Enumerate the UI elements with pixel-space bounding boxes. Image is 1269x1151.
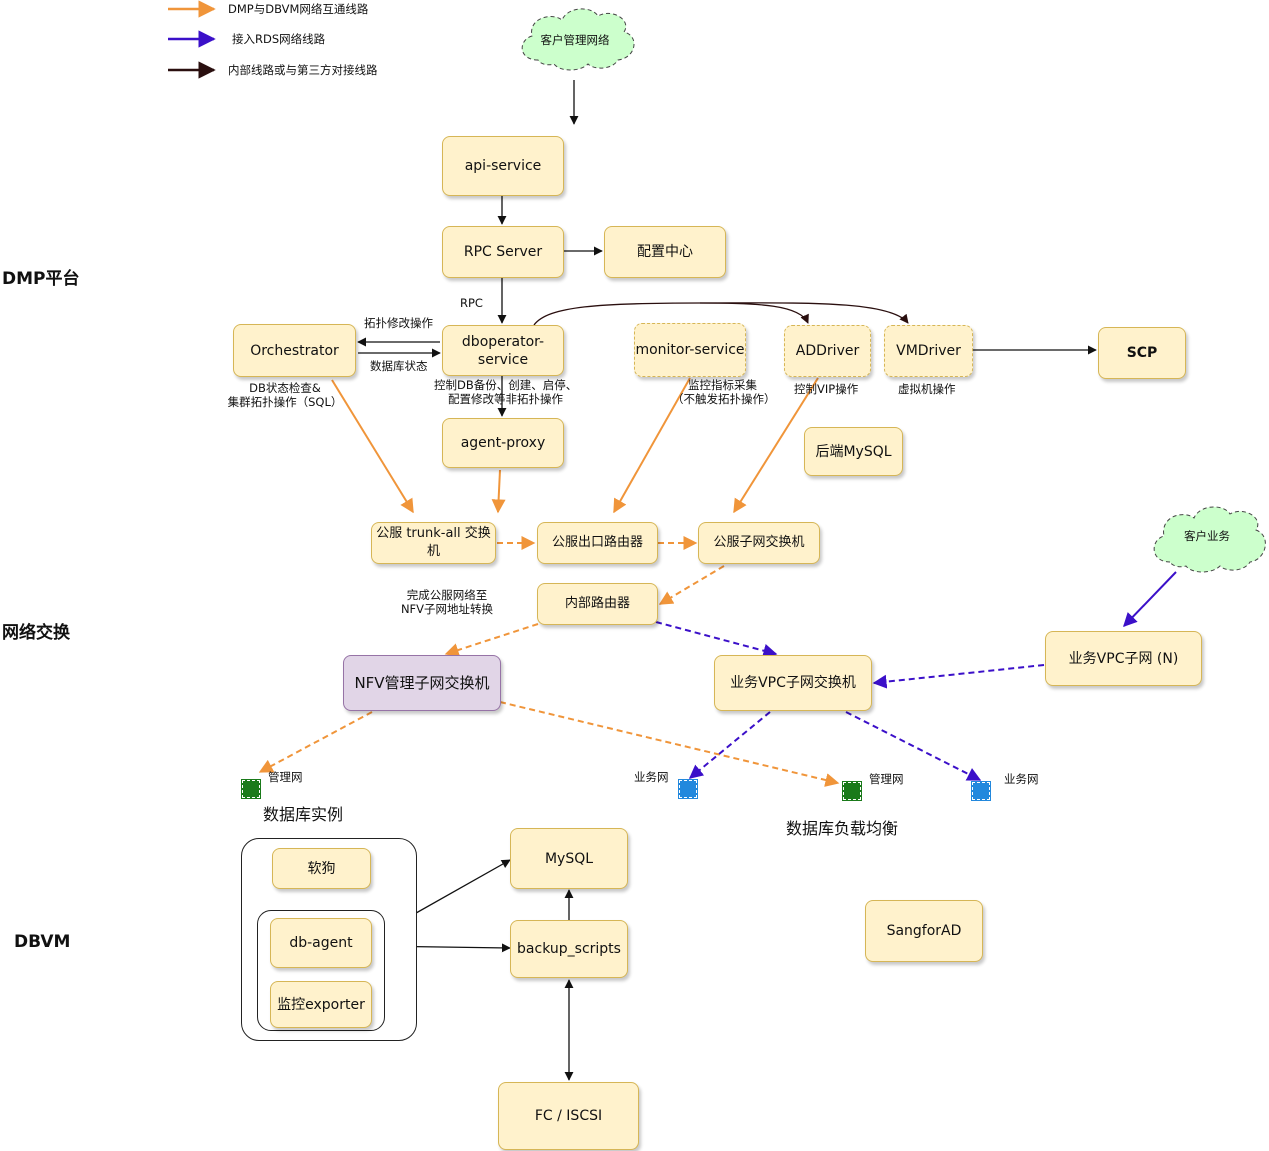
ruangou-node[interactable]: 软狗 <box>272 848 371 889</box>
edge-vpcswitch-to-dbinst-biz <box>688 711 771 779</box>
customer-business-cloud <box>1153 506 1266 573</box>
agent-proxy-node[interactable]: agent-proxy <box>442 418 564 468</box>
dboperator-service-node[interactable]: dboperator-service <box>442 325 564 376</box>
vmdriver-node[interactable]: VMDriver <box>884 325 973 377</box>
db-instance-title: 数据库实例 <box>263 805 344 824</box>
section-label-dbvm: DBVM <box>14 932 71 952</box>
db-instance-mgmt-port-label: 管理网 <box>268 770 303 784</box>
db-agent-node[interactable]: db-agent <box>270 918 372 968</box>
edge-dbop-to-addriver <box>533 302 809 326</box>
db-lb-business-port-label: 业务网 <box>1004 772 1039 786</box>
mysql-node[interactable]: MySQL <box>510 828 628 889</box>
edge-orch-to-trunk <box>331 379 414 514</box>
egress-router-node[interactable]: 公服出口路由器 <box>537 522 658 564</box>
db-lb-title: 数据库负载均衡 <box>786 819 899 838</box>
edge-vpcsubnet-to-vpcswitch <box>872 664 1045 689</box>
edge-nfv-to-lb-mgmt <box>499 701 840 787</box>
backup-scripts-node[interactable]: backup_scripts <box>510 920 628 978</box>
edge-monitor-to-network <box>613 377 691 514</box>
label-monitor-note-2: （不触发拓扑操作） <box>672 392 776 406</box>
edge-internal-to-nfv <box>444 623 539 657</box>
label-vm-note: 虚拟机操作 <box>898 382 956 396</box>
legend-label-dmp-dbvm: DMP与DBVM网络互通线路 <box>228 2 369 16</box>
label-db-status: 数据库状态 <box>370 359 428 373</box>
subnet-switch-node[interactable]: 公服子网交换机 <box>698 522 820 564</box>
fc-iscsi-node[interactable]: FC / ISCSI <box>498 1082 639 1150</box>
addriver-node[interactable]: ADDriver <box>784 325 871 377</box>
label-nat-note-1: 完成公服网络至 <box>406 588 488 602</box>
sangforad-node[interactable]: SangforAD <box>865 900 983 962</box>
api-service-node[interactable]: api-service <box>442 136 564 196</box>
legend-label-internal: 内部线路或与第三方对接线路 <box>228 63 378 77</box>
backend-mysql-node[interactable]: 后端MySQL <box>804 427 903 476</box>
nfv-mgmt-switch-node[interactable]: NFV管理子网交换机 <box>343 655 501 711</box>
label-orch-note-1: DB状态检查& <box>249 381 321 395</box>
customer-mgmt-cloud-label: 客户管理网络 <box>540 33 610 47</box>
vpc-switch-node[interactable]: 业务VPC子网交换机 <box>714 655 872 711</box>
edge-bizcloud-to-vpcsubnet <box>1123 571 1177 628</box>
edge-agentproxy-to-trunk <box>491 469 506 514</box>
monitor-service-node[interactable]: monitor-service <box>634 323 746 377</box>
db-lb-mgmt-port-label: 管理网 <box>869 772 904 786</box>
db-lb-business-port <box>971 781 991 801</box>
edge-internal-to-vpcswitch <box>655 621 778 658</box>
exporter-node[interactable]: 监控exporter <box>270 981 372 1028</box>
internal-router-node[interactable]: 内部路由器 <box>537 583 658 625</box>
label-rpc: RPC <box>460 296 483 310</box>
section-label-network: 网络交换 <box>2 623 70 643</box>
edge-vpcswitch-to-lb-biz <box>845 711 982 781</box>
rpc-server-node[interactable]: RPC Server <box>442 226 564 278</box>
label-dbop-note-2: 配置修改等非拓扑操作 <box>448 392 563 406</box>
label-ad-note: 控制VIP操作 <box>794 382 859 396</box>
edge-addriver-to-network <box>733 377 819 514</box>
vpc-subnet-node[interactable]: 业务VPC子网 (N) <box>1045 631 1202 686</box>
section-label-dmp: DMP平台 <box>2 269 80 289</box>
trunk-switch-node[interactable]: 公服 trunk-all 交换机 <box>371 522 496 564</box>
label-monitor-note-1: 监控指标采集 <box>688 378 757 392</box>
customer-business-cloud-label: 客户业务 <box>1184 529 1230 543</box>
label-orch-note-2: 集群拓扑操作（SQL） <box>227 395 343 409</box>
label-dbop-note-1: 控制DB备份、创建、启停、 <box>434 378 578 392</box>
orchestrator-node[interactable]: Orchestrator <box>233 324 356 377</box>
db-instance-business-port-label: 业务网 <box>634 770 669 784</box>
db-instance-mgmt-port <box>241 779 261 799</box>
customer-mgmt-cloud <box>521 8 635 71</box>
db-instance-business-port <box>678 779 698 799</box>
scp-node[interactable]: SCP <box>1098 327 1186 379</box>
label-topo-modify: 拓扑修改操作 <box>364 316 433 330</box>
config-center-node[interactable]: 配置中心 <box>604 226 726 278</box>
edge-nfv-to-dbinst-mgmt <box>258 711 373 773</box>
db-lb-mgmt-port <box>842 781 862 801</box>
legend-label-rds: 接入RDS网络线路 <box>232 32 326 46</box>
edge-subnet-to-internal <box>658 565 725 605</box>
edge-dbop-to-vmdriver <box>699 302 909 324</box>
label-nat-note-2: NFV子网地址转换 <box>400 602 494 616</box>
